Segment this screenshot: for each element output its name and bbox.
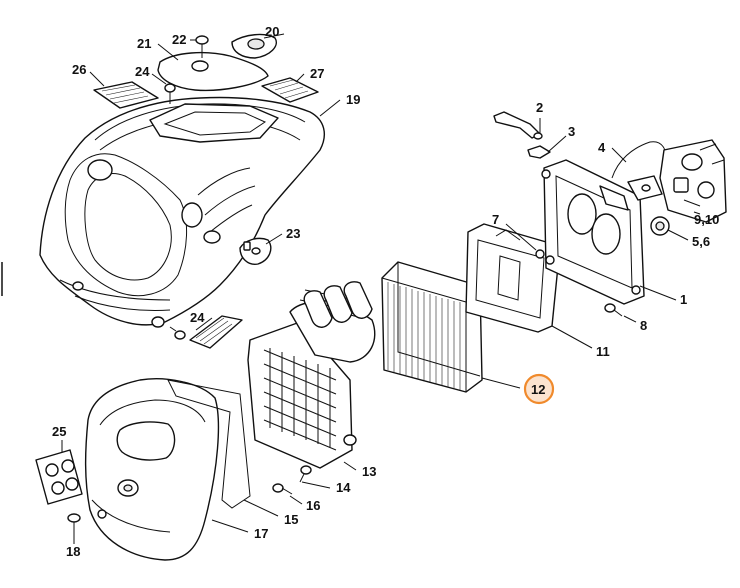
label-8: 8	[640, 318, 647, 333]
part-26-label[interactable]	[93, 81, 159, 109]
part-20-knob[interactable]	[231, 33, 277, 59]
label-2: 2	[536, 100, 543, 115]
part-18-screw[interactable]	[67, 513, 81, 534]
callout-labels: 22 20 21 26 24 27 19 23 24 25 18 17 15 1…	[52, 24, 719, 559]
label-4: 4	[598, 140, 606, 155]
part-8-screw[interactable]	[604, 303, 623, 317]
part-1-base-plate[interactable]	[541, 159, 645, 305]
label-1: 1	[680, 292, 687, 307]
label-13: 13	[362, 464, 376, 479]
label-23: 23	[286, 226, 300, 241]
part-5-6-plug[interactable]	[650, 216, 670, 236]
label-19: 19	[346, 92, 360, 107]
part-7-nut[interactable]	[535, 249, 545, 259]
part-27-label[interactable]	[261, 77, 319, 103]
label-27: 27	[310, 66, 324, 81]
part-14-screw[interactable]	[299, 465, 312, 483]
part-4-hose[interactable]	[611, 141, 666, 179]
part-16-screw[interactable]	[272, 483, 293, 495]
part-23-bracket[interactable]	[239, 237, 272, 265]
part-3-pin[interactable]	[527, 145, 551, 159]
part-25-warning-label[interactable]	[35, 449, 83, 505]
part-9-10-carburetor[interactable]	[627, 139, 727, 223]
label-20: 20	[265, 24, 279, 39]
label-11: 11	[596, 344, 610, 359]
part-2-lever[interactable]	[493, 111, 543, 140]
label-9-10: 9,10	[694, 212, 719, 227]
part-17-filter-cover[interactable]	[84, 378, 220, 561]
label-16: 16	[306, 498, 320, 513]
label-5-6: 5,6	[692, 234, 710, 249]
part-15-gasket[interactable]	[167, 379, 251, 509]
label-25: 25	[52, 424, 66, 439]
label-12: 12	[531, 382, 545, 397]
label-24-top: 24	[135, 64, 150, 79]
leader-lines	[61, 33, 701, 544]
label-18: 18	[66, 544, 80, 559]
label-26: 26	[72, 62, 86, 77]
part-24-screw-top[interactable]	[164, 83, 176, 104]
label-21: 21	[137, 36, 151, 51]
label-24-middle: 24	[190, 310, 205, 325]
label-22: 22	[172, 32, 186, 47]
label-17: 17	[254, 526, 268, 541]
part-24-screw-middle[interactable]	[169, 315, 243, 349]
part-12-air-filter[interactable]	[381, 261, 483, 393]
part-19-shroud[interactable]	[39, 96, 326, 328]
label-7: 7	[492, 212, 499, 227]
highlight-ring-part-12	[523, 373, 555, 405]
part-13-filter-housing[interactable]	[247, 281, 376, 469]
label-15: 15	[284, 512, 298, 527]
part-21-top-plate[interactable]	[157, 51, 269, 92]
label-14: 14	[336, 480, 351, 495]
label-3: 3	[568, 124, 575, 139]
